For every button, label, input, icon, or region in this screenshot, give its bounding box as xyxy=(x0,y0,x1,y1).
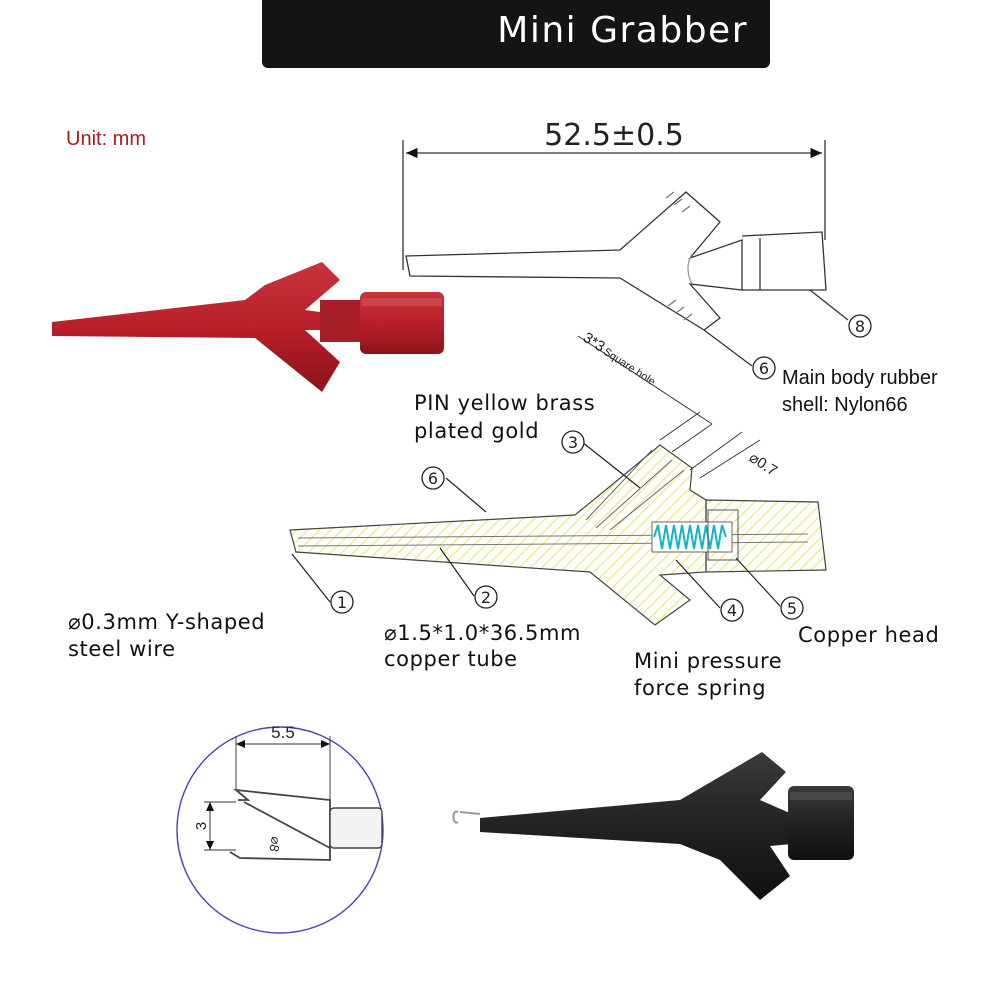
head-label: Copper head xyxy=(798,623,940,647)
page-title: Mini Grabber xyxy=(497,10,748,51)
wire-label-line2: steel wire xyxy=(68,637,176,661)
svg-text:1: 1 xyxy=(337,593,347,612)
svg-text:3: 3 xyxy=(568,433,578,452)
callout-1: 1 xyxy=(330,590,354,614)
title-banner: Mini Grabber xyxy=(262,0,770,68)
body-label-line2: shell: Nylon66 xyxy=(782,394,908,416)
tube-label-line1: ⌀1.5*1.0*36.5mm xyxy=(384,621,582,645)
svg-text:8: 8 xyxy=(855,317,865,336)
callout-3: 3 xyxy=(561,430,585,454)
tube-label-line2: copper tube xyxy=(384,647,518,671)
overall-length-text: 52.5±0.5 xyxy=(544,118,684,153)
top-outline-drawing xyxy=(402,140,849,367)
svg-text:6: 6 xyxy=(428,469,438,488)
spring-label-line2: force spring xyxy=(634,676,767,700)
hook-height-text: 3 xyxy=(193,822,210,830)
cross-section-drawing xyxy=(289,335,827,626)
pin-label-line1: PIN yellow brass xyxy=(414,391,596,415)
callout-4: 4 xyxy=(720,598,744,622)
hole-diameter-text: ⌀0.7 xyxy=(746,449,780,480)
svg-text:6: 6 xyxy=(759,359,769,378)
spring-coil xyxy=(653,524,727,550)
callout-5: 5 xyxy=(780,596,804,620)
hook-width-text: 5.5 xyxy=(271,723,295,742)
callout-2: 2 xyxy=(474,585,498,609)
callout-6-top: 6 xyxy=(752,356,776,380)
svg-text:2: 2 xyxy=(481,588,491,607)
grabber-body-outline xyxy=(405,191,743,331)
spring-label-line1: Mini pressure xyxy=(634,649,783,673)
callout-8: 8 xyxy=(848,314,872,338)
black-probe-image xyxy=(452,752,854,900)
pin-label-line2: plated gold xyxy=(414,419,540,443)
svg-text:4: 4 xyxy=(727,601,737,620)
hook-detail xyxy=(176,726,384,934)
callout-6-section: 6 xyxy=(421,466,445,490)
svg-text:5: 5 xyxy=(787,599,797,618)
wire-diameter-text: ⌀8 xyxy=(266,835,283,852)
square-hole-dim-text: 3*3Square hole xyxy=(580,329,660,389)
wire-label-line1: ⌀0.3mm Y-shaped xyxy=(68,610,266,634)
body-label-line1: Main body rubber xyxy=(782,367,938,389)
unit-label: Unit: mm xyxy=(66,128,146,150)
red-probe-image xyxy=(52,262,444,392)
